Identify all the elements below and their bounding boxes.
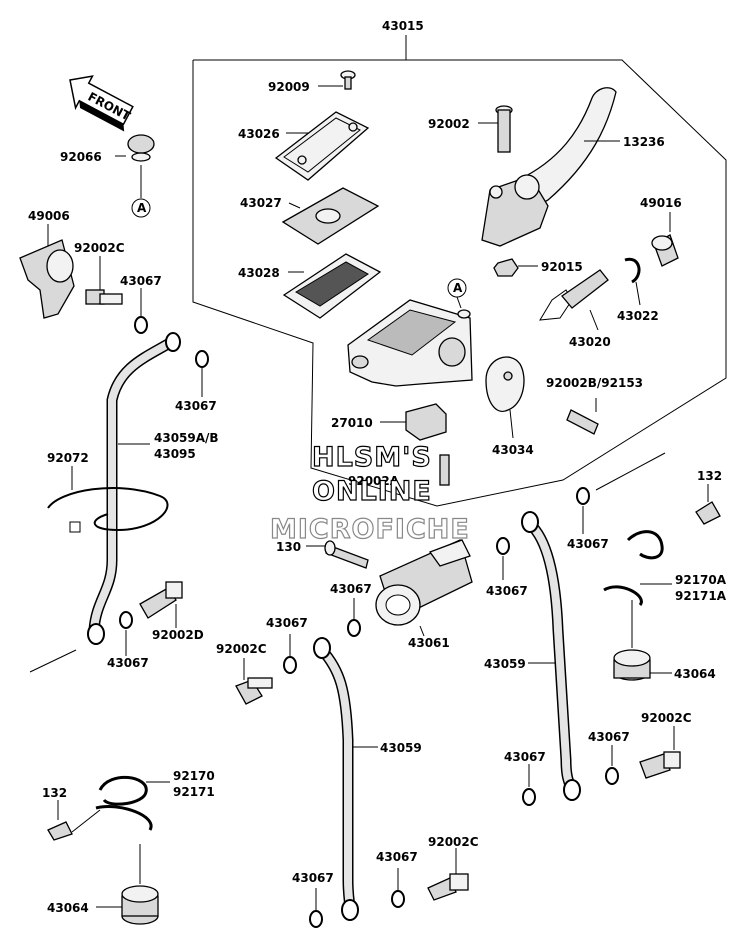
label-43067-e: 43067 bbox=[330, 582, 372, 596]
part-number-labels: 43015 92009 43026 92002 13236 43027 4901… bbox=[28, 19, 727, 915]
part-43064-grommet-left bbox=[96, 844, 159, 925]
label-13236: 13236 bbox=[623, 135, 665, 149]
part-43028-diaphragm bbox=[282, 253, 382, 319]
part-27010-switch bbox=[380, 403, 447, 441]
part-92002a-screw bbox=[439, 454, 450, 486]
watermark-line-3: MICROFICHE bbox=[270, 514, 470, 545]
label-43067-i: 43067 bbox=[504, 750, 546, 764]
label-43027: 43027 bbox=[240, 196, 282, 210]
part-49016-boot bbox=[651, 212, 679, 267]
part-92002c-bolt-left bbox=[85, 256, 123, 305]
label-27010: 27010 bbox=[331, 416, 373, 430]
svg-text:A: A bbox=[453, 281, 463, 295]
label-92170a: 92170A bbox=[675, 573, 727, 587]
part-43059-hose-middle bbox=[313, 637, 378, 921]
label-43067-a: 43067 bbox=[120, 274, 162, 288]
label-43028: 43028 bbox=[238, 266, 280, 280]
part-92009-screw bbox=[318, 70, 356, 90]
callout-a-upper: A bbox=[447, 278, 467, 309]
front-arrow: FRONT bbox=[69, 75, 134, 132]
part-bottom-washers bbox=[309, 848, 469, 928]
label-43059-b: 43059 bbox=[380, 741, 422, 755]
part-92066-cap: A bbox=[115, 134, 155, 218]
label-43061: 43061 bbox=[408, 636, 450, 650]
part-43020-piston bbox=[539, 269, 609, 331]
label-43059ab: 43059A/B bbox=[154, 431, 219, 445]
watermark-line-2: ONLINE bbox=[312, 476, 432, 507]
part-43067-washers-mid bbox=[283, 487, 590, 674]
part-43059-hose-right bbox=[521, 452, 666, 801]
part-92170-clip bbox=[47, 775, 170, 841]
label-92002c-d: 92002C bbox=[428, 835, 479, 849]
label-92002a: 92002A bbox=[348, 474, 400, 488]
label-49016: 49016 bbox=[640, 196, 682, 210]
part-92002-bolt bbox=[478, 105, 513, 153]
part-92002b-bolt bbox=[566, 398, 599, 435]
label-92015: 92015 bbox=[541, 260, 583, 274]
part-92015-nut bbox=[493, 258, 538, 277]
label-43067-j: 43067 bbox=[376, 850, 418, 864]
part-43022-circlip bbox=[624, 257, 641, 306]
label-132-a: 132 bbox=[697, 469, 722, 483]
part-13236-lever bbox=[481, 87, 620, 247]
label-92066: 92066 bbox=[60, 150, 102, 164]
label-92002: 92002 bbox=[428, 117, 470, 131]
part-43059ab-hose bbox=[29, 332, 181, 673]
label-43067-b: 43067 bbox=[175, 399, 217, 413]
label-92171: 92171 bbox=[173, 785, 215, 799]
label-92170: 92170 bbox=[173, 769, 215, 783]
label-43067-k: 43067 bbox=[292, 871, 334, 885]
part-master-cylinder-body bbox=[347, 299, 473, 387]
assembly-outline bbox=[192, 59, 727, 507]
label-43064-a: 43064 bbox=[674, 667, 716, 681]
part-49006-boot bbox=[19, 224, 75, 319]
part-43064-grommet-right bbox=[613, 600, 672, 681]
label-43059-a: 43059 bbox=[484, 657, 526, 671]
label-92002d: 92002D bbox=[152, 628, 204, 642]
label-43067-g: 43067 bbox=[266, 616, 308, 630]
part-130-bolt bbox=[306, 540, 369, 569]
label-43064-b: 43064 bbox=[47, 901, 89, 915]
label-92002c-b: 92002C bbox=[216, 642, 267, 656]
label-49006: 49006 bbox=[28, 209, 70, 223]
label-92002b-92153: 92002B/92153 bbox=[546, 376, 643, 390]
part-43061-cylinder bbox=[375, 539, 473, 637]
label-43015: 43015 bbox=[382, 19, 424, 33]
label-92072: 92072 bbox=[47, 451, 89, 465]
callout-a-lower: A bbox=[137, 201, 147, 215]
label-132-b: 132 bbox=[42, 786, 67, 800]
part-92002c-bolt-right bbox=[522, 726, 681, 806]
label-43067-f: 43067 bbox=[107, 656, 149, 670]
part-92002d-bolt bbox=[119, 581, 183, 656]
label-92002c-a: 92002C bbox=[74, 241, 125, 255]
label-43067-h: 43067 bbox=[588, 730, 630, 744]
label-43095: 43095 bbox=[154, 447, 196, 461]
part-43027-plate bbox=[281, 187, 380, 245]
part-43067-washers-left bbox=[134, 288, 209, 397]
part-43026-cap bbox=[274, 111, 370, 181]
label-43067-c: 43067 bbox=[567, 537, 609, 551]
label-130: 130 bbox=[276, 540, 301, 554]
label-43067-d: 43067 bbox=[486, 584, 528, 598]
label-43026: 43026 bbox=[238, 127, 280, 141]
label-92171a: 92171A bbox=[675, 589, 727, 603]
watermark-line-1: HLSM'S bbox=[312, 442, 432, 473]
label-43020: 43020 bbox=[569, 335, 611, 349]
watermark: HLSM'S ONLINE MICROFICHE bbox=[269, 441, 470, 545]
label-92009: 92009 bbox=[268, 80, 310, 94]
part-132-bolt-right bbox=[603, 484, 721, 606]
part-43034-holder bbox=[485, 356, 525, 439]
part-92002c-bolt-mid bbox=[235, 658, 273, 705]
label-43022: 43022 bbox=[617, 309, 659, 323]
label-92002c-c: 92002C bbox=[641, 711, 692, 725]
label-43034: 43034 bbox=[492, 443, 534, 457]
